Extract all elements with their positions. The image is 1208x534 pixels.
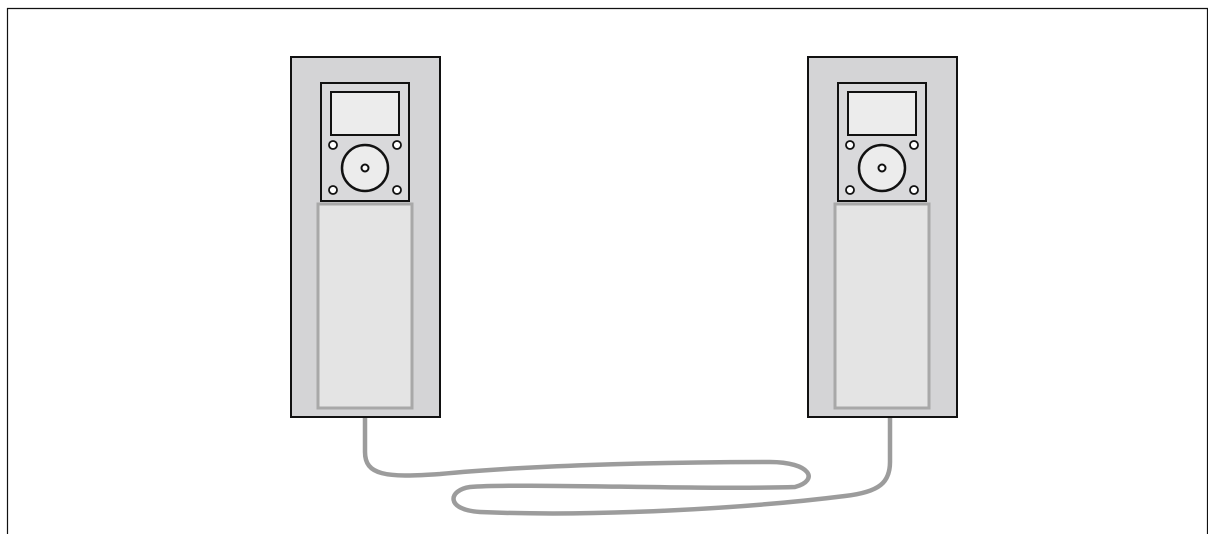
frame-border <box>7 8 1208 534</box>
keypad <box>321 83 409 201</box>
keypad-button-bottom-right <box>910 186 918 194</box>
keypad-button-top-left <box>846 141 854 149</box>
keypad <box>838 83 926 201</box>
keypad-button-top-right <box>910 141 918 149</box>
dial-center <box>879 165 886 172</box>
display-screen <box>848 92 916 135</box>
keypad-button-top-left <box>329 141 337 149</box>
connection-cable <box>365 417 890 513</box>
display-screen <box>331 92 399 135</box>
dial-center <box>362 165 369 172</box>
keypad-button-bottom-left <box>329 186 337 194</box>
left-device <box>291 57 440 417</box>
right-device <box>808 57 957 417</box>
keypad-button-bottom-right <box>393 186 401 194</box>
keypad-button-bottom-left <box>846 186 854 194</box>
lower-panel <box>835 204 929 408</box>
lower-panel <box>318 204 412 408</box>
keypad-button-top-right <box>393 141 401 149</box>
